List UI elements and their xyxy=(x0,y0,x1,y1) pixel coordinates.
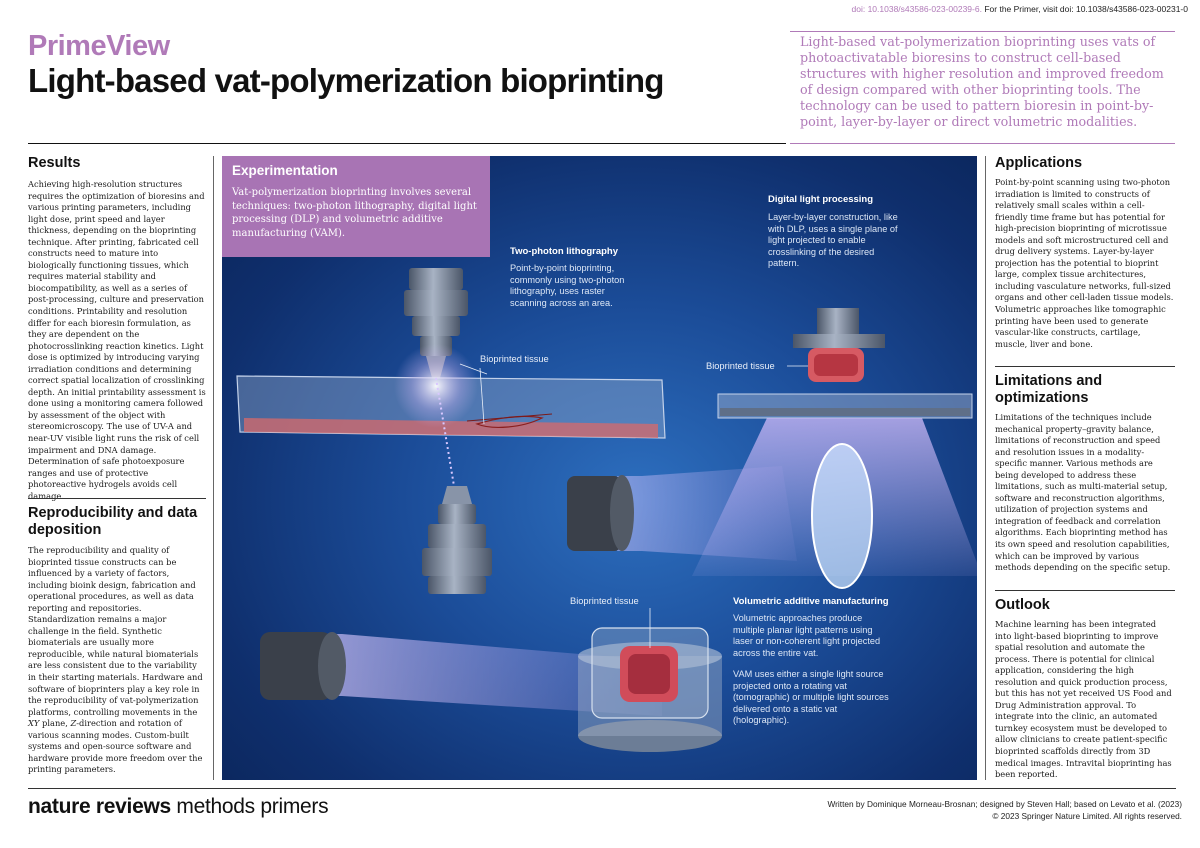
limitations-heading: Limitations and optimizations xyxy=(995,373,1103,406)
dlp-title: Digital light processing xyxy=(768,194,874,205)
intro-text: Light-based vat-polymerization bioprinti… xyxy=(800,34,1164,129)
dlp-vat xyxy=(717,393,973,419)
laser-path xyxy=(435,377,455,487)
copyright-line: © 2023 Springer Nature Limited. All righ… xyxy=(992,811,1182,821)
dlp-projector xyxy=(567,443,873,589)
brand-label: PrimeView xyxy=(28,30,170,62)
doi-link[interactable]: doi: 10.1038/s43586-023-00239-6. xyxy=(851,4,982,14)
results-heading: Results xyxy=(28,155,81,171)
applications-text: Point-by-point scanning using two-photon… xyxy=(995,177,1174,349)
two-photon-text: Point-by-point bioprinting, commonly usi… xyxy=(510,263,625,308)
outlook-text: Machine learning has been integrated int… xyxy=(995,619,1172,780)
outlook-heading: Outlook xyxy=(995,597,1050,613)
reproducibility-heading: Reproducibility and data deposition xyxy=(28,505,198,538)
applications-heading: Applications xyxy=(995,155,1083,171)
results-text: Achieving high-resolution structures req… xyxy=(28,179,206,501)
page-title: Light-based vat-polymerization bioprinti… xyxy=(28,62,664,99)
section-divider xyxy=(28,498,206,499)
bioprinted-tissue-label-1: Bioprinted tissue xyxy=(480,354,549,364)
dlp-text: Layer-by-layer construction, like with D… xyxy=(768,212,898,268)
vam-vat xyxy=(578,627,722,752)
dlp-build-platform xyxy=(793,308,885,382)
dlp-caption: Digital light processing Layer-by-layer … xyxy=(768,194,900,270)
outlook-section: Outlook Machine learning has been integr… xyxy=(995,597,1175,781)
intro-rule-top xyxy=(790,31,1175,32)
vam-title: Volumetric additive manufacturing xyxy=(733,596,889,607)
primer-reference[interactable]: For the Primer, visit doi: 10.1038/s4358… xyxy=(984,4,1188,14)
header-rule xyxy=(28,143,786,144)
bioprinted-tissue-label-3: Bioprinted tissue xyxy=(570,596,639,606)
limitations-text: Limitations of the techniques include me… xyxy=(995,412,1171,573)
two-photon-lower-objective xyxy=(422,486,492,594)
limitations-section: Limitations and optimizations Limitation… xyxy=(995,373,1175,574)
column-separator-right xyxy=(985,156,986,780)
experimentation-box: Experimentation Vat-polymerization biopr… xyxy=(222,156,490,257)
focal-glow xyxy=(394,344,478,428)
two-photon-caption: Two-photon lithography Point-by-point bi… xyxy=(510,246,640,309)
intro-rule-bottom xyxy=(790,143,1175,144)
results-section: Results Achieving high-resolution struct… xyxy=(28,155,206,502)
column-separator-left xyxy=(213,156,214,780)
section-divider xyxy=(995,366,1175,367)
footer-rule xyxy=(28,788,1176,789)
vam-caption: Volumetric additive manufacturing Volume… xyxy=(733,596,891,727)
experimentation-panel: Experimentation Vat-polymerization biopr… xyxy=(222,156,977,780)
section-divider xyxy=(995,590,1175,591)
bioprinting-illustration xyxy=(236,268,977,752)
reproducibility-text: The reproducibility and quality of biopr… xyxy=(28,545,203,775)
footer-credits: Written by Dominique Morneau-Brosnan; de… xyxy=(827,798,1182,822)
experimentation-text: Vat-polymerization bioprinting involves … xyxy=(232,187,477,239)
experimentation-heading: Experimentation xyxy=(232,163,338,178)
reproducibility-section: Reproducibility and data deposition The … xyxy=(28,505,206,776)
applications-section: Applications Point-by-point scanning usi… xyxy=(995,155,1175,350)
tissue-leader-1 xyxy=(479,367,485,425)
vam-text-2: VAM uses either a single light source pr… xyxy=(733,669,889,725)
tissue-pointer-1 xyxy=(459,363,488,375)
vam-text-1: Volumetric approaches produce multiple p… xyxy=(733,613,881,658)
journal-logo: nature reviews methods primers xyxy=(28,795,329,818)
credit-line: Written by Dominique Morneau-Brosnan; de… xyxy=(827,799,1182,809)
two-photon-title: Two-photon lithography xyxy=(510,246,618,257)
vam-light-source xyxy=(260,632,662,716)
bioprinted-tissue-label-2: Bioprinted tissue xyxy=(706,361,775,371)
doi-line: doi: 10.1038/s43586-023-00239-6. For the… xyxy=(852,4,1188,14)
